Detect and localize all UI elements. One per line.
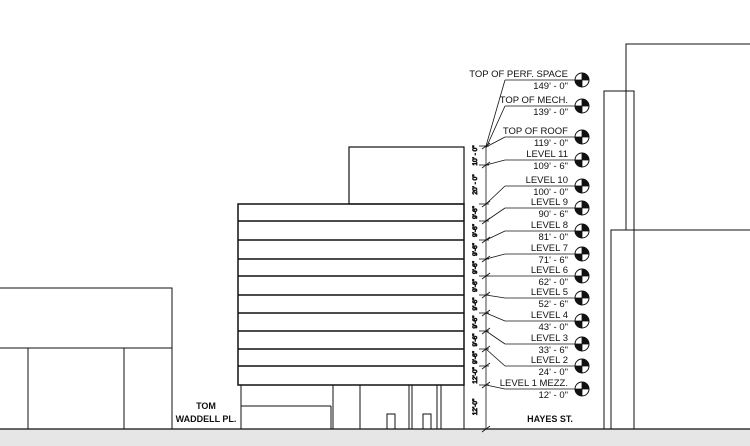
level-name: LEVEL 7 bbox=[531, 243, 568, 254]
level-elevation: 119' - 0" bbox=[534, 138, 568, 149]
level-name: LEVEL 8 bbox=[531, 220, 568, 231]
dimension-label: 9'-6" bbox=[472, 205, 479, 219]
street-label-left-line2: WADDELL PL. bbox=[176, 414, 237, 424]
level-name: LEVEL 3 bbox=[531, 333, 568, 344]
target-symbol-icon bbox=[574, 200, 590, 216]
level-name: LEVEL 4 bbox=[531, 310, 568, 321]
level-elevation: 139' - 0" bbox=[533, 107, 568, 118]
level-marker: LEVEL 443' - 0" bbox=[485, 310, 590, 333]
level-leader bbox=[485, 348, 506, 367]
level-name: TOP OF MECH. bbox=[500, 95, 568, 106]
dimension-label: 9'-6" bbox=[472, 223, 479, 237]
dimension-label: 9'-6" bbox=[472, 260, 479, 274]
level-marker: LEVEL 333' - 6" bbox=[485, 330, 590, 356]
dimension-string: 10' - 0" 20' - 0" 9'-6" 9'-6" 9'-6" 9'-6" 9'-6… bbox=[472, 142, 491, 433]
target-symbol-icon bbox=[574, 290, 590, 306]
dimension-label: 10' - 0" bbox=[472, 145, 479, 166]
ground-floor bbox=[240, 385, 465, 430]
dimension-label: 12'-0" bbox=[472, 398, 479, 415]
level-elevation: 52' - 6" bbox=[539, 299, 568, 310]
level-name: LEVEL 6 bbox=[531, 265, 568, 276]
level-marker: LEVEL 771' - 6" bbox=[485, 243, 590, 266]
level-elevation: 71' - 6" bbox=[539, 255, 568, 266]
level-leader bbox=[485, 136, 506, 148]
level-marker: LEVEL 881' - 0" bbox=[485, 220, 590, 243]
level-name: LEVEL 9 bbox=[531, 197, 568, 208]
target-symbol-icon bbox=[574, 268, 590, 284]
level-name: TOP OF PERF. SPACE bbox=[469, 69, 568, 80]
street-label-right: HAYES ST. bbox=[527, 414, 573, 424]
level-elevation: 149' - 0" bbox=[533, 81, 568, 92]
target-symbol-icon bbox=[574, 72, 590, 88]
target-symbol-icon bbox=[574, 98, 590, 114]
street-label-left-line1: TOM bbox=[196, 401, 216, 411]
target-symbol-icon bbox=[574, 246, 590, 262]
target-symbol-icon bbox=[574, 358, 590, 374]
main-building bbox=[237, 146, 465, 430]
level-leader bbox=[485, 185, 506, 205]
level-elevation: 109' - 6" bbox=[533, 161, 568, 172]
level-elevation: 24' - 0" bbox=[539, 367, 568, 378]
level-marker: LEVEL 662' - 0" bbox=[486, 265, 590, 288]
level-name: TOP OF ROOF bbox=[503, 126, 568, 137]
level-name: LEVEL 1 MEZZ. bbox=[500, 378, 568, 389]
level-marker: LEVEL 224' - 0" bbox=[485, 348, 590, 378]
dimension-label: 9'-6" bbox=[472, 333, 479, 347]
level-elevation: 43' - 0" bbox=[539, 322, 568, 333]
level-leader bbox=[485, 105, 506, 149]
target-symbol-icon bbox=[574, 223, 590, 239]
level-elevation: 90' - 6" bbox=[539, 209, 568, 220]
level-marker: LEVEL 1 MEZZ.12' - 0" bbox=[485, 378, 590, 401]
level-elevation: 100' - 0" bbox=[533, 187, 568, 198]
dimension-label: 9'-6" bbox=[472, 350, 479, 364]
level-leader bbox=[485, 230, 506, 241]
dimension-label: 9'-6" bbox=[472, 315, 479, 329]
level-name: LEVEL 2 bbox=[531, 355, 568, 366]
ground-band bbox=[0, 429, 750, 446]
level-leader bbox=[485, 384, 506, 390]
dimension-label: 9'-6" bbox=[472, 242, 479, 256]
level-leader bbox=[485, 294, 506, 299]
level-leader bbox=[485, 330, 506, 345]
level-elevation: 62' - 0" bbox=[539, 277, 568, 288]
floor-lines bbox=[238, 220, 464, 367]
level-elevation: 12' - 0" bbox=[539, 390, 568, 401]
level-marker: TOP OF MECH.139' - 0" bbox=[485, 95, 590, 149]
target-symbol-icon bbox=[574, 381, 590, 397]
level-leader bbox=[485, 253, 506, 260]
level-marker: LEVEL 990' - 6" bbox=[485, 197, 590, 222]
level-name: LEVEL 11 bbox=[526, 149, 568, 160]
level-marker: LEVEL 552' - 6" bbox=[485, 287, 590, 310]
dimension-label: 12'-0" bbox=[472, 367, 479, 384]
dimension-label: 9'-6" bbox=[472, 278, 479, 292]
level-leader bbox=[485, 207, 506, 222]
level-elevation: 81' - 0" bbox=[539, 232, 568, 243]
level-leader bbox=[485, 159, 506, 166]
left-neighbor-building bbox=[0, 287, 173, 430]
mechanical-penthouse bbox=[348, 146, 465, 205]
level-elevation: 33' - 6" bbox=[539, 345, 568, 356]
level-name: LEVEL 5 bbox=[531, 287, 568, 298]
target-symbol-icon bbox=[574, 336, 590, 352]
level-name: LEVEL 10 bbox=[526, 175, 568, 186]
right-neighbor-building bbox=[603, 43, 750, 430]
target-symbol-icon bbox=[574, 178, 590, 194]
dimension-label: 20' - 0" bbox=[472, 174, 479, 195]
dimension-label: 9'-6" bbox=[472, 297, 479, 311]
target-symbol-icon bbox=[574, 313, 590, 329]
level-leader bbox=[485, 79, 506, 147]
target-symbol-icon bbox=[574, 129, 590, 145]
target-symbol-icon bbox=[574, 152, 590, 168]
level-leader bbox=[485, 312, 506, 322]
